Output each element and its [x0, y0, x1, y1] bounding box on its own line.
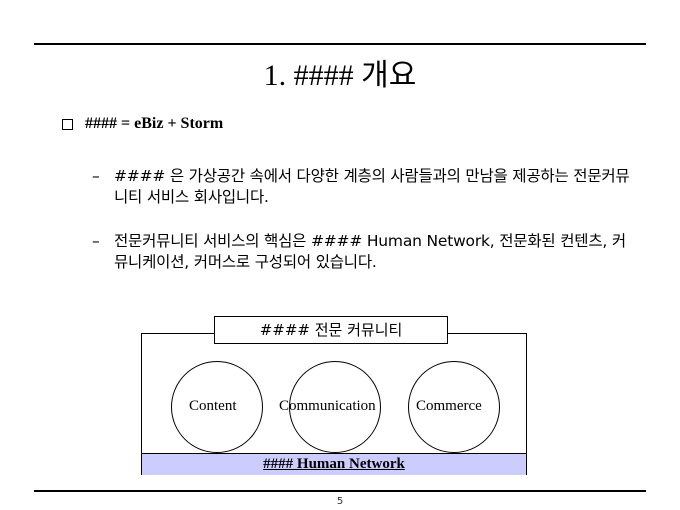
dash-icon: –	[92, 232, 100, 250]
content-label: Content	[189, 398, 237, 414]
bottom-rule	[34, 490, 646, 492]
dash-icon: –	[92, 167, 100, 185]
sub-bullet-1: – #### 은 가상공간 속에서 다양한 계층의 사람들과의 만남을 제공하는…	[92, 166, 632, 208]
commerce-label: Commerce	[416, 398, 482, 414]
main-bullet-text: #### = eBiz + Storm	[85, 115, 224, 132]
checkbox-icon	[62, 118, 73, 130]
sub-bullet-text: 전문커뮤니티 서비스의 핵심은 #### Human Network, 전문화된…	[114, 232, 626, 271]
diagram-title: #### 전문 커뮤니티	[214, 316, 448, 344]
slide-title: 1. #### 개요	[263, 59, 417, 92]
communication-circle	[289, 361, 381, 453]
commerce-circle	[408, 361, 500, 453]
human-network-bar: #### Human Network	[142, 453, 526, 475]
top-rule	[34, 43, 646, 45]
sub-bullet-text: #### 은 가상공간 속에서 다양한 계층의 사람들과의 만남을 제공하는 전…	[114, 167, 630, 206]
content-circle	[171, 361, 263, 453]
sub-bullet-2: – 전문커뮤니티 서비스의 핵심은 #### Human Network, 전문…	[92, 231, 632, 273]
main-bullet: #### = eBiz + Storm	[62, 114, 223, 134]
page-number: 5	[336, 496, 344, 507]
communication-label: Communication	[279, 398, 376, 414]
